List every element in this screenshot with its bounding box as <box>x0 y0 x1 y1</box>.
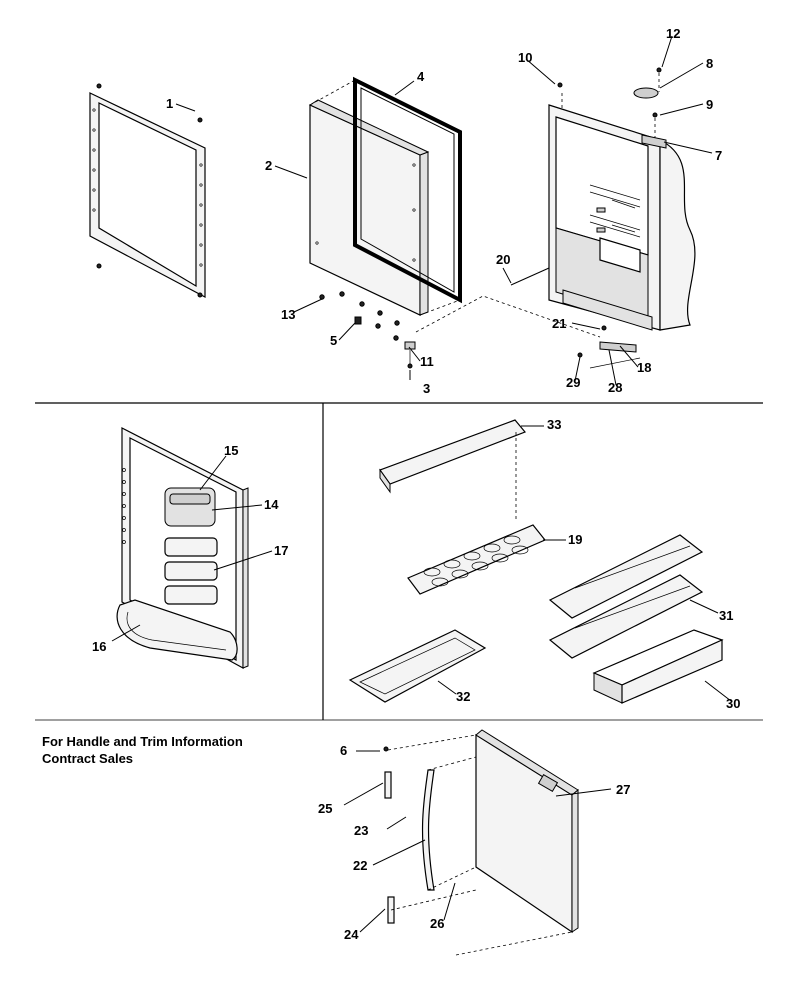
callout-29: 29 <box>566 375 580 390</box>
accessories <box>348 419 724 704</box>
callout-8: 8 <box>706 56 713 71</box>
door-panel <box>308 99 430 316</box>
callout-23: 23 <box>354 823 368 838</box>
callout-17: 17 <box>274 543 288 558</box>
leader-lines <box>111 35 732 933</box>
callout-18: 18 <box>637 360 651 375</box>
callout-10: 10 <box>518 50 532 65</box>
callout-12: 12 <box>666 26 680 41</box>
callout-22: 22 <box>353 858 367 873</box>
door-and-handle <box>383 729 579 956</box>
callout-7: 7 <box>715 148 722 163</box>
note-line-1: For Handle and Trim Information <box>42 734 243 749</box>
callout-13: 13 <box>281 307 295 322</box>
cabinet <box>510 67 696 369</box>
callout-19: 19 <box>568 532 582 547</box>
callout-20: 20 <box>496 252 510 267</box>
door-interior <box>116 427 249 670</box>
callout-2: 2 <box>265 158 272 173</box>
callout-9: 9 <box>706 97 713 112</box>
callout-28: 28 <box>608 380 622 395</box>
callout-25: 25 <box>318 801 332 816</box>
callout-5: 5 <box>330 333 337 348</box>
note-line-2: Contract Sales <box>42 751 133 766</box>
callout-3: 3 <box>423 381 430 396</box>
callout-27: 27 <box>616 782 630 797</box>
callout-33: 33 <box>547 417 561 432</box>
door-frame <box>89 83 206 298</box>
section-dividers <box>35 402 763 721</box>
callout-1: 1 <box>166 96 173 111</box>
callout-14: 14 <box>264 497 279 512</box>
callout-26: 26 <box>430 916 444 931</box>
callout-24: 24 <box>344 927 359 942</box>
callout-11: 11 <box>420 354 434 369</box>
alignment-lines-top <box>309 73 660 338</box>
callout-6: 6 <box>340 743 347 758</box>
callout-labels: 1 2 4 13 5 11 3 10 12 8 9 7 20 21 29 28 … <box>92 26 740 942</box>
callout-30: 30 <box>726 696 740 711</box>
callout-4: 4 <box>417 69 425 84</box>
door-hardware <box>319 291 416 369</box>
callout-21: 21 <box>552 316 566 331</box>
callout-16: 16 <box>92 639 106 654</box>
callout-15: 15 <box>224 443 238 458</box>
callout-31: 31 <box>719 608 733 623</box>
callout-32: 32 <box>456 689 470 704</box>
